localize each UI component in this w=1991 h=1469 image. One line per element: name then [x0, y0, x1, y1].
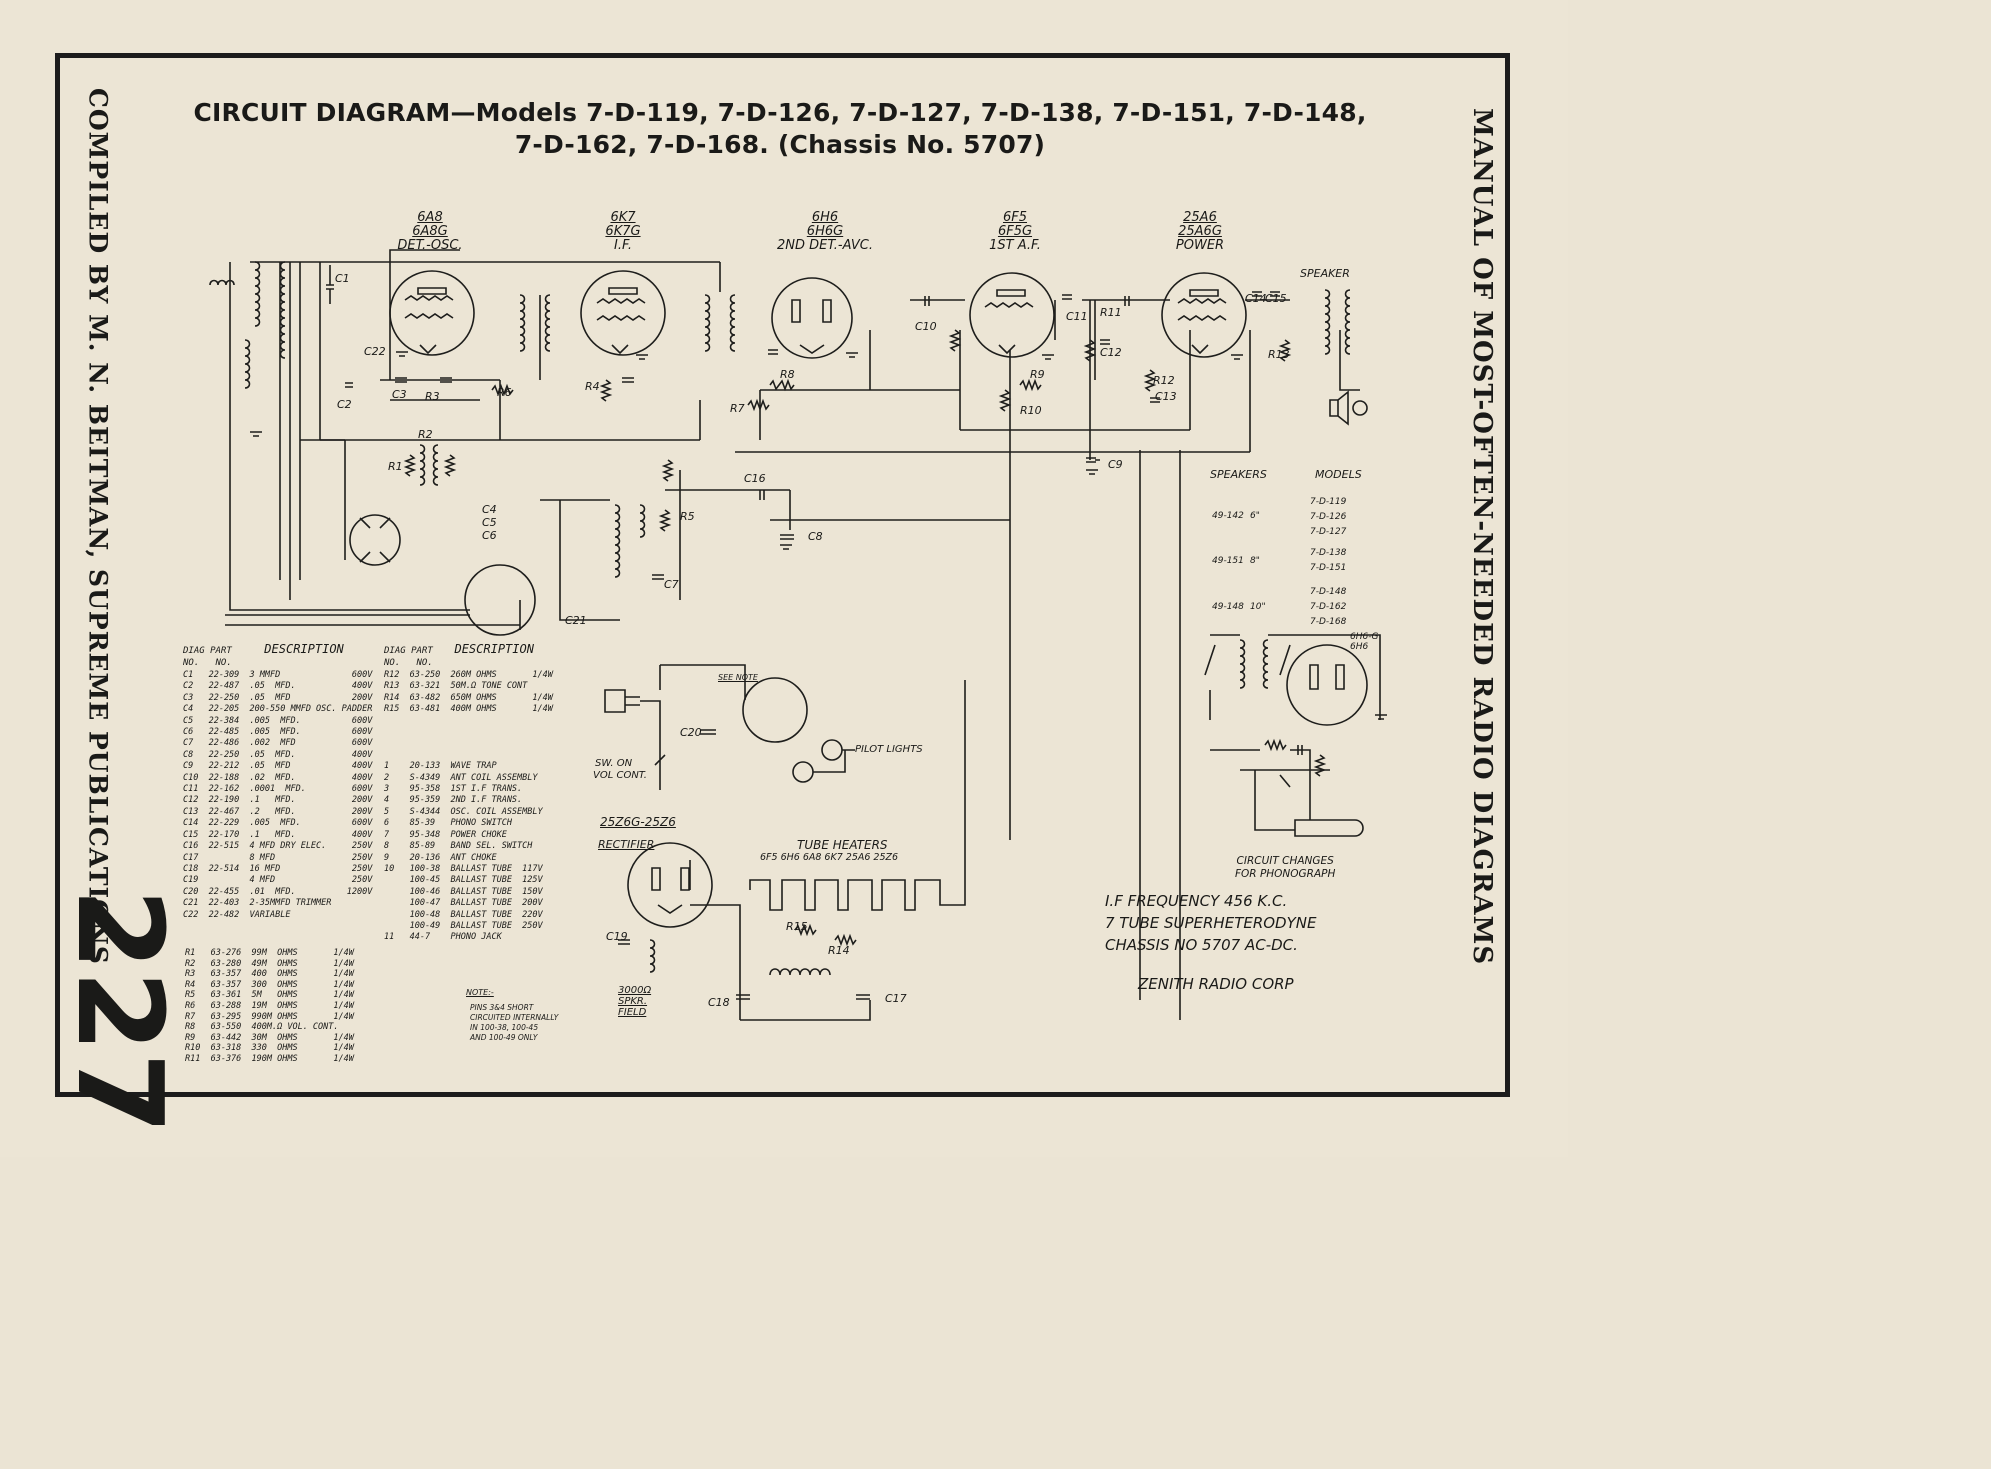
schematic-drawing — [0, 0, 1568, 1157]
tube-6f5-envelope — [970, 273, 1054, 357]
label-c14: C14 — [1245, 292, 1267, 305]
label-c2: C2 — [337, 398, 352, 411]
rectifier-types-label: 25Z6G-25Z6 — [600, 815, 676, 829]
label-r9: R9 — [1030, 368, 1045, 381]
manual-page: CIRCUIT DIAGRAM—Models 7-D-119, 7-D-126,… — [0, 0, 1568, 1157]
label-r7: R7 — [730, 402, 745, 415]
label-r4: R4 — [585, 380, 600, 393]
label-r11: R11 — [1100, 306, 1122, 319]
label-c3: C3 — [392, 388, 407, 401]
label-r6: R6 — [497, 386, 512, 399]
see-note-label: SEE NOTE — [718, 673, 758, 682]
pilot-lights-label: PILOT LIGHTS — [855, 744, 923, 755]
label-c4: C4 — [482, 503, 497, 516]
diagram-title-line2: 7-D-162, 7-D-168. (Chassis No. 5707) — [514, 130, 1046, 159]
label-c19: C19 — [606, 930, 628, 943]
label-r13: R13 — [1268, 348, 1290, 361]
page-border — [55, 53, 1510, 1097]
label-c16: C16 — [744, 472, 766, 485]
spkr-field-label: 3000Ω SPKR. FIELD — [618, 985, 652, 1018]
speaker-row-1-size: 6" — [1250, 511, 1260, 521]
speaker-label: SPEAKER — [1300, 267, 1350, 280]
speaker-row-3-part: 49-148 — [1212, 602, 1244, 612]
label-r12: R12 — [1153, 374, 1175, 387]
label-c8: C8 — [808, 530, 823, 543]
label-c12: C12 — [1100, 346, 1122, 359]
speaker-row-1-part: 49-142 — [1212, 511, 1244, 521]
label-r8: R8 — [780, 368, 795, 381]
speaker-row-2-size: 8" — [1250, 556, 1260, 566]
label-c18: C18 — [708, 996, 730, 1009]
speaker-row-2-part: 49-151 — [1212, 556, 1244, 566]
label-c10: C10 — [915, 320, 937, 333]
label-c20: C20 — [680, 726, 702, 739]
label-r15: R15 — [786, 920, 808, 933]
tube-heaters-title: TUBE HEATERS — [797, 838, 888, 852]
parts-header-left: DIAG PART DESCRIPTION NO. NO. — [183, 642, 344, 668]
label-c6: C6 — [482, 529, 497, 542]
label-c1: C1 — [335, 272, 350, 285]
speaker-row-3-size: 10" — [1250, 602, 1266, 612]
tube-25z6-envelope — [628, 843, 712, 927]
label-c5: C5 — [482, 516, 497, 529]
tube-heaters-list: 6F5 6H6 6A8 6K7 25A6 25Z6 — [760, 852, 899, 863]
info-block: I.F FREQUENCY 456 K.C. 7 TUBE SUPERHETER… — [1105, 892, 1317, 954]
note-title: NOTE:- — [466, 988, 494, 997]
label-c9: C9 — [1108, 458, 1123, 471]
tube-6h6-envelope — [772, 278, 852, 358]
label-r1: R1 — [388, 460, 403, 473]
manufacturer: ZENITH RADIO CORP — [1138, 975, 1294, 993]
label-c11: C11 — [1066, 310, 1088, 323]
label-r5: R5 — [680, 510, 695, 523]
label-c17: C17 — [885, 992, 907, 1005]
tube-6h6-phono-envelope — [1287, 645, 1367, 725]
tube-6k7-envelope — [581, 271, 665, 355]
note-body: PINS 3&4 SHORT CIRCUITED INTERNALLY IN 1… — [470, 1003, 559, 1042]
label-r2: R2 — [418, 428, 433, 441]
tube-25a6-envelope — [1162, 273, 1246, 357]
label-r14: R14 — [828, 944, 850, 957]
label-c7: C7 — [664, 578, 679, 591]
rectifier-function-label: RECTIFIER — [598, 838, 655, 851]
parts-header-right: DIAG PART DESCRIPTION NO. NO. — [384, 642, 534, 668]
label-c13: C13 — [1155, 390, 1177, 403]
tube-6a8-envelope — [390, 271, 474, 355]
label-c15: C15 — [1265, 292, 1287, 305]
label-c22: C22 — [364, 345, 386, 358]
diagram-title-line1: CIRCUIT DIAGRAM—Models 7-D-119, 7-D-126,… — [193, 98, 1367, 127]
speakers-header: SPEAKERS — [1210, 468, 1267, 481]
label-c21: C21 — [565, 614, 587, 627]
label-r3: R3 — [425, 390, 440, 403]
models-header: MODELS — [1315, 468, 1362, 481]
sw-on-label: SW. ON — [595, 758, 633, 769]
label-r10: R10 — [1020, 404, 1042, 417]
vol-cont-label: VOL CONT. — [593, 770, 647, 781]
